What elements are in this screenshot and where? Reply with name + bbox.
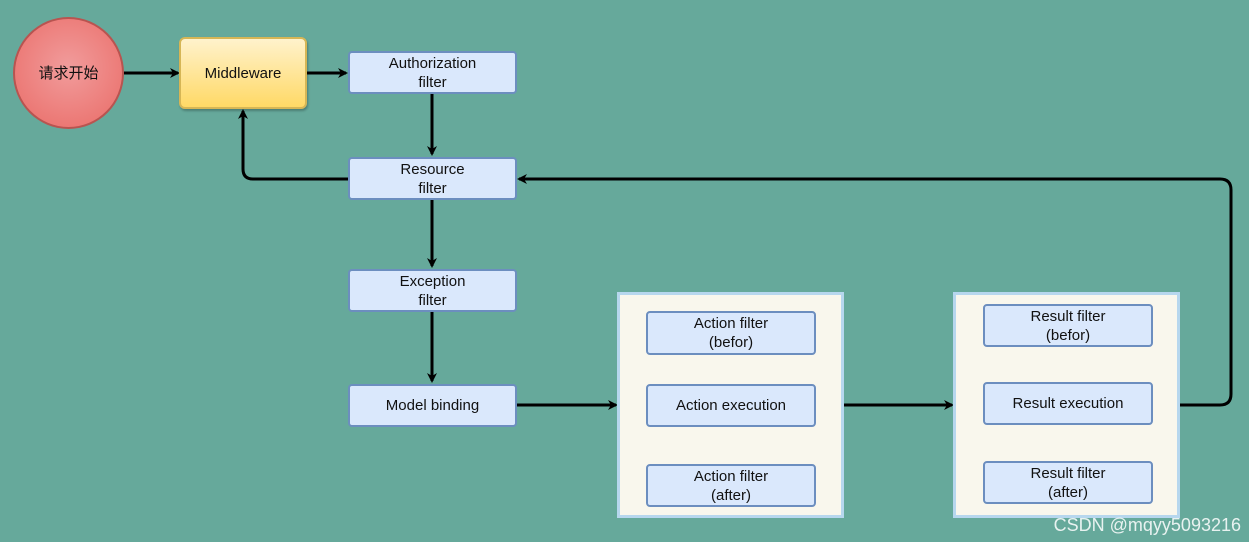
middleware-node: Middleware <box>179 37 307 109</box>
result-filter-before-node: Result filter (befor) <box>983 304 1153 347</box>
model-binding-node: Model binding <box>348 384 517 427</box>
exception-filter-node: Exception filter <box>348 269 517 312</box>
edge-resource-to-middleware <box>238 109 349 181</box>
action-execution-node: Action execution <box>646 384 816 427</box>
watermark-text: CSDN @mqyy5093216 <box>1053 515 1241 535</box>
result-execution-node: Result execution <box>983 382 1153 425</box>
edge-result-to-resource <box>517 174 1233 407</box>
result-filter-after-node: Result filter (after) <box>983 461 1153 504</box>
action-filter-before-node: Action filter (befor) <box>646 311 816 355</box>
action-filter-after-node: Action filter (after) <box>646 464 816 507</box>
authorization-filter-node: Authorization filter <box>348 51 517 94</box>
resource-filter-node: Resource filter <box>348 157 517 200</box>
start-node: 请求开始 <box>13 17 124 129</box>
